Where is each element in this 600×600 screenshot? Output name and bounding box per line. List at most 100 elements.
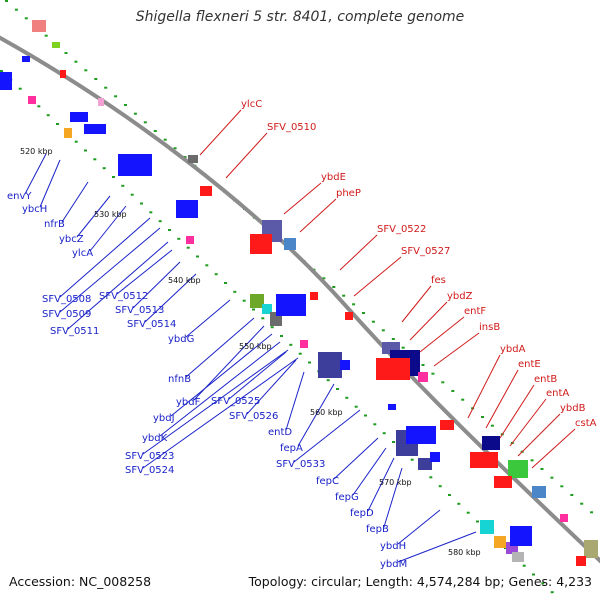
feature-dot (371, 320, 375, 323)
forward-label-line (401, 285, 432, 323)
reverse-label-line (367, 457, 395, 512)
feature-dot (121, 184, 125, 187)
reverse-gene-label: envY (7, 191, 32, 202)
forward-gene-label: SFV_0527 (401, 246, 450, 257)
tick-label: 530 kbp (94, 210, 127, 219)
reverse-gene-box (494, 536, 506, 548)
feature-dot (522, 564, 526, 567)
forward-label-line (517, 413, 561, 457)
reverse-gene-label: fepA (280, 443, 303, 454)
reverse-gene-label: SFV_0512 (99, 291, 148, 302)
reverse-gene-arrow (430, 452, 440, 462)
feature-dot (112, 176, 115, 178)
feature-dot (580, 502, 584, 505)
reverse-gene-label: ylcA (72, 248, 93, 259)
forward-label-line (419, 316, 465, 353)
feature-dot (252, 308, 255, 311)
reverse-label-line (159, 341, 281, 437)
tick-label: 520 kbp (20, 147, 53, 156)
reverse-gene-label: fepD (350, 508, 374, 519)
feature-dot (322, 277, 326, 280)
forward-label-line (485, 369, 519, 429)
reverse-gene-arrow (510, 526, 532, 546)
forward-gene-arrow (60, 70, 66, 78)
forward-gene-arrow (576, 556, 586, 566)
forward-gene-label: ybdA (500, 344, 526, 355)
forward-gene-label: ylcC (241, 99, 262, 110)
feature-dot (74, 140, 78, 143)
reverse-gene-label: SFV_0514 (127, 319, 176, 330)
forward-label-line (509, 398, 547, 447)
feature-dot (352, 303, 356, 306)
forward-gene-box (508, 460, 528, 478)
reverse-label-line (397, 509, 441, 545)
feature-dot (163, 138, 167, 141)
reverse-gene-label: nfrB (44, 219, 65, 230)
tick-label: 580 kbp (448, 548, 481, 557)
feature-dot (298, 352, 302, 355)
forward-gene-label: entB (534, 374, 557, 385)
summary-text: Topology: circular; Length: 4,574,284 bp… (248, 574, 592, 589)
forward-gene-arrow (345, 312, 353, 320)
reverse-gene-label: ybdK (142, 433, 168, 444)
feature-dot (431, 372, 435, 375)
feature-dot (392, 441, 395, 443)
feature-dot (133, 112, 137, 115)
feature-dot (401, 346, 405, 349)
reverse-gene-box (186, 236, 194, 244)
reverse-label-line (67, 241, 169, 330)
feature-dot (102, 167, 106, 170)
feature-dot (224, 282, 227, 284)
reverse-label-line (228, 351, 287, 400)
feature-dot (490, 424, 494, 427)
feature-dot (541, 582, 545, 585)
feature-dot (114, 95, 118, 98)
reverse-label-line (132, 261, 181, 309)
feature-dot (457, 502, 461, 505)
forward-gene-arrow (376, 358, 410, 380)
reverse-label-line (352, 447, 387, 496)
feature-dot (391, 338, 395, 340)
feature-dot (451, 390, 455, 392)
feature-dot (214, 273, 218, 276)
forward-gene-arrow (200, 186, 212, 196)
forward-gene-arrow (440, 420, 454, 430)
reverse-gene-box (318, 352, 342, 378)
forward-gene-box (560, 514, 568, 522)
feature-dot (461, 398, 465, 401)
reverse-gene-label: ybcZ (59, 234, 84, 245)
tick-label: 550 kbp (239, 342, 272, 351)
reverse-gene-label: fepG (335, 492, 359, 503)
reverse-label-line (142, 349, 289, 455)
feature-dot (196, 255, 199, 258)
reverse-label-line (383, 467, 403, 528)
reverse-gene-box (418, 458, 432, 470)
forward-label-line (409, 301, 448, 341)
feature-dot (56, 123, 59, 125)
reverse-gene-arrow (70, 112, 88, 122)
feature-dot (130, 193, 134, 196)
accession-text: Accession: NC_008258 (9, 574, 152, 589)
reverse-label-line (142, 357, 299, 469)
forward-label-line (467, 354, 501, 419)
feature-dot (242, 299, 246, 302)
forward-gene-box (22, 56, 30, 62)
feature-dot (143, 121, 147, 124)
reverse-gene-label: SFV_0513 (115, 305, 164, 316)
feature-dot (74, 60, 78, 63)
feature-dot (448, 494, 451, 496)
reverse-label-line (170, 333, 273, 417)
forward-label-line (225, 132, 268, 179)
feature-dot (183, 156, 187, 158)
feature-dot (421, 364, 425, 366)
reverse-gene-arrow (406, 426, 436, 444)
reverse-gene-arrow (388, 404, 396, 410)
reverse-label-line (185, 299, 231, 338)
feature-dot (441, 381, 445, 384)
forward-gene-arrow (98, 98, 104, 106)
reverse-label-line (116, 249, 173, 295)
reverse-label-line (24, 153, 47, 195)
forward-label-line (339, 234, 378, 271)
reverse-gene-label: SFV_0524 (125, 465, 174, 476)
reverse-gene-box (512, 552, 524, 562)
